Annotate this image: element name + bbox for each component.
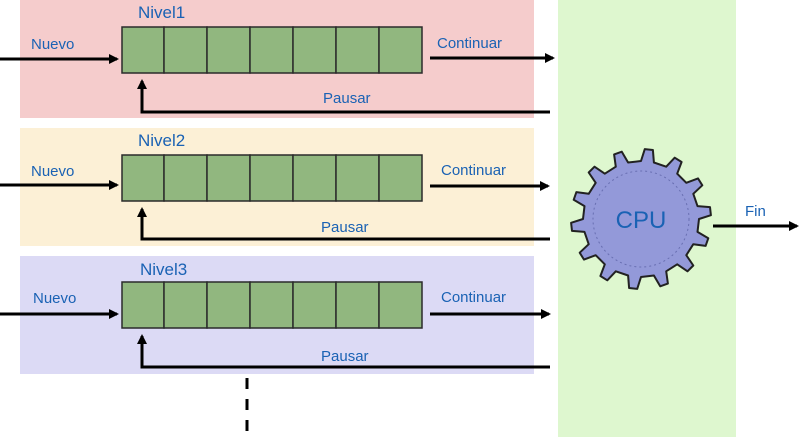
- level-2-return-arrow: [137, 207, 550, 241]
- level-3-output-label: Continuar: [441, 289, 506, 306]
- queue-slot: [206, 26, 251, 74]
- level-3-title: Nivel3: [140, 260, 187, 279]
- queue-slot: [163, 154, 208, 202]
- level-1-input-label: Nuevo: [31, 36, 74, 53]
- level-1: Nivel1 Nuevo Continuar Pausar: [0, 3, 555, 114]
- level-3: Nivel3 Nuevo Continuar Pausar: [0, 260, 551, 369]
- queue-slot: [121, 281, 165, 329]
- cpu-label: CPU: [616, 207, 667, 234]
- level-2-input-label: Nuevo: [31, 163, 74, 180]
- level-1-queue: [121, 26, 423, 74]
- level-1-return-arrow: [137, 79, 550, 114]
- level-3-return-arrow: [137, 334, 550, 369]
- queue-slot: [292, 281, 337, 329]
- cpu-gear: CPU: [570, 148, 712, 290]
- queue-slot: [292, 154, 337, 202]
- cpu-gear-shape: [570, 148, 712, 290]
- level-2: Nivel2 Nuevo Continuar Pausar: [0, 131, 550, 241]
- level-2-return-label: Pausar: [321, 219, 369, 236]
- queue-slot: [378, 281, 423, 329]
- queue-slot: [121, 26, 165, 74]
- exit-label: Fin: [745, 203, 766, 220]
- level-2-output-label: Continuar: [441, 162, 506, 179]
- queue-slot: [249, 154, 294, 202]
- queue-slot: [163, 26, 208, 74]
- queue-slot: [335, 281, 380, 329]
- queue-slot: [121, 154, 165, 202]
- queue-slot: [163, 281, 208, 329]
- cpu-gear-inner-ring: [592, 170, 690, 268]
- queue-slot: [249, 281, 294, 329]
- level-1-output-label: Continuar: [437, 35, 502, 52]
- level-2-queue: [121, 154, 423, 202]
- queue-slot: [335, 154, 380, 202]
- queue-slot: [335, 26, 380, 74]
- level-1-return-label: Pausar: [323, 90, 371, 107]
- queue-slot: [378, 26, 423, 74]
- queue-slot: [206, 154, 251, 202]
- level-3-return-label: Pausar: [321, 348, 369, 365]
- level-3-input-label: Nuevo: [33, 290, 76, 307]
- queue-slot: [292, 26, 337, 74]
- queue-slot: [206, 281, 251, 329]
- level-3-queue: [121, 281, 423, 329]
- level-2-title: Nivel2: [138, 131, 185, 150]
- level-1-title: Nivel1: [138, 3, 185, 22]
- queue-slot: [378, 154, 423, 202]
- queue-slot: [249, 26, 294, 74]
